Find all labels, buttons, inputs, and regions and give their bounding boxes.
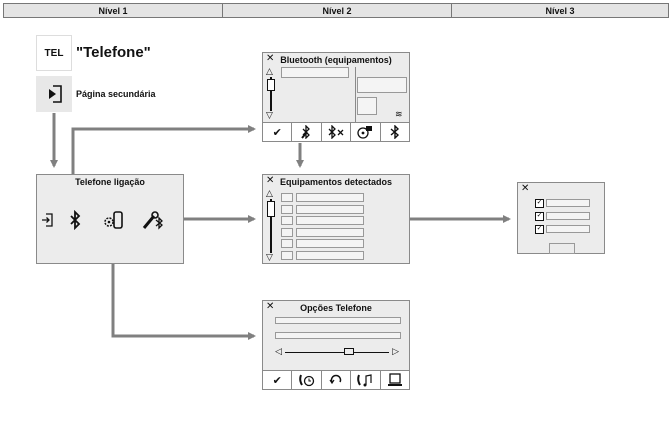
bluetooth-devices-panel: ✕ Bluetooth (equipamentos) △ ▽ ≋ ✔ [262,52,410,142]
scroll-thumb[interactable] [267,79,275,91]
scroll-down-icon[interactable]: ▽ [266,252,273,262]
ok-button[interactable] [549,243,575,254]
device-row-checkbox[interactable] [281,239,293,248]
call-history-button[interactable] [292,371,322,389]
option-field[interactable] [275,332,401,339]
phone-music-icon [357,374,373,387]
scrollbar[interactable]: △ ▽ [266,66,276,120]
detected-devices-panel: ✕ Equipamentos detectados △ ▽ [262,174,410,264]
ringtone-button[interactable] [351,371,381,389]
phone-connection-panel: Telefone ligação [36,174,184,264]
secondary-page-button[interactable] [36,76,72,112]
bluetooth-icon [390,125,399,139]
secondary-page-label: Página secundária [76,89,156,99]
confirm-button[interactable]: ✔ [263,123,293,141]
option-row[interactable] [546,225,590,233]
checked-checkbox-icon[interactable]: ✓ [535,199,544,208]
bluetooth-search-icon [300,125,310,139]
option-row[interactable] [546,212,590,220]
settings-phone-icon[interactable] [101,205,127,235]
slider-right-icon[interactable]: ▷ [392,346,399,356]
device-row-checkbox[interactable] [281,204,293,214]
options-toolbar: ✔ [263,370,409,389]
device-icon [387,373,402,386]
phone-connection-title: Telefone ligação [75,177,145,187]
slider-left-icon[interactable]: ◁ [275,346,282,356]
checked-checkbox-icon[interactable]: ✓ [535,212,544,221]
bluetooth-remove-button[interactable] [322,123,352,141]
bluetooth-icon[interactable] [65,205,85,235]
bluetooth-button[interactable] [381,123,409,141]
redial-icon [329,374,342,385]
device-row[interactable] [296,239,364,248]
device-settings-button[interactable] [381,371,409,389]
phone-options-panel: ✕ Opções Telefone ◁ ▷ ✔ [262,300,410,390]
slider-thumb[interactable] [344,348,354,355]
wave-icon: ≋ [395,109,403,119]
telefone-title: "Telefone" [76,44,151,61]
device-row-checkbox[interactable] [281,227,293,237]
close-icon[interactable]: ✕ [521,183,530,194]
phone-options-title: Opções Telefone [300,303,372,313]
enter-page-icon [49,85,62,103]
option-row[interactable] [546,199,590,207]
bluetooth-tools-icon[interactable] [141,205,167,235]
option-field[interactable] [275,317,401,324]
device-row-checkbox[interactable] [281,250,293,260]
phone-clock-icon [298,374,314,387]
close-icon[interactable]: ✕ [266,53,275,64]
device-row[interactable] [296,227,364,237]
scroll-up-icon[interactable]: △ [266,188,273,198]
device-info-field [357,77,407,93]
device-image-box [357,97,377,115]
device-row[interactable] [296,193,364,202]
level-2-label: Nível 2 [223,4,452,17]
bluetooth-devices-title: Bluetooth (equipamentos) [280,55,392,65]
bluetooth-audio-button[interactable] [351,123,381,141]
slider[interactable]: ◁ ▷ [275,346,399,357]
redial-button[interactable] [322,371,352,389]
level-3-label: Nível 3 [545,5,575,16]
tel-button[interactable]: TEL [36,35,72,71]
level-header: Nível 1 Nível 2 Nível 3 [3,3,669,18]
bluetooth-cd-icon [357,126,373,139]
device-row[interactable] [296,250,364,260]
scroll-thumb[interactable] [267,201,275,217]
bluetooth-toolbar: ✔ [263,122,409,141]
scroll-down-icon[interactable]: ▽ [266,110,273,120]
detected-devices-title: Equipamentos detectados [279,177,393,187]
enter-icon[interactable] [40,205,54,235]
device-row[interactable] [296,204,364,214]
arrow-phone-to-options [111,238,256,340]
device-row-checkbox[interactable] [281,216,293,225]
checked-checkbox-icon[interactable]: ✓ [535,225,544,234]
scrollbar[interactable]: △ ▽ [266,188,276,262]
scroll-up-icon[interactable]: △ [266,66,273,76]
bluetooth-search-button[interactable] [292,123,322,141]
device-list-row[interactable] [281,67,349,78]
close-icon[interactable]: ✕ [266,175,275,186]
level-1-label: Nível 1 [4,4,223,17]
close-icon[interactable]: ✕ [266,301,275,312]
level-3-panel: ✕ ✓ ✓ ✓ [517,182,605,254]
bluetooth-x-icon [328,125,344,139]
device-row-checkbox[interactable] [281,193,293,202]
tel-label: TEL [44,47,64,59]
device-row[interactable] [296,216,364,225]
confirm-button[interactable]: ✔ [263,371,293,389]
